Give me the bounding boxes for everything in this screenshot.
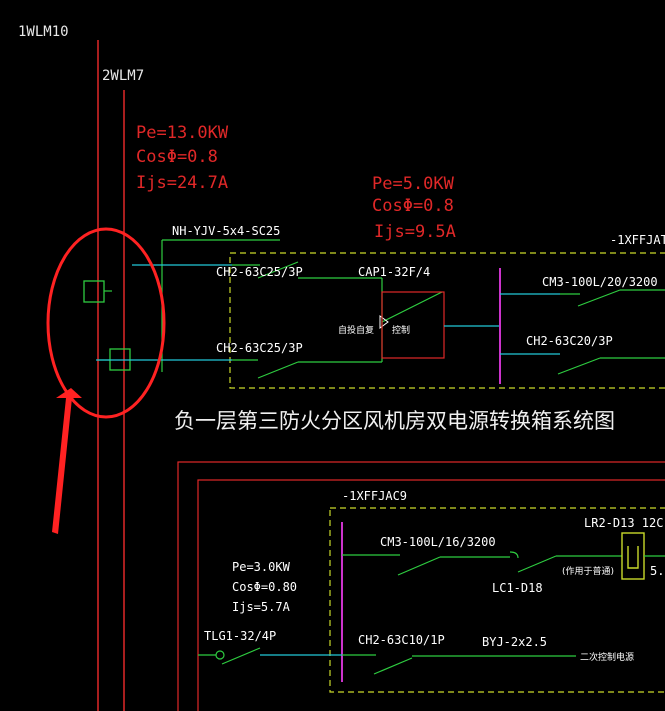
load-main-ijs: Ijs=24.7A bbox=[136, 173, 228, 193]
dashed-box-upper bbox=[229, 252, 665, 389]
breaker-2-blade bbox=[257, 361, 299, 379]
contactor-label: LC1-D18 bbox=[492, 581, 543, 595]
ats-label: CAP1-32F/4 bbox=[358, 265, 430, 279]
out-breaker-1-label: CM3-100L/20/3200 bbox=[542, 275, 658, 289]
breaker-2-label: CH2-63C25/3P bbox=[216, 341, 303, 355]
relay-outer bbox=[621, 532, 645, 580]
incoming-label: TLG1-32/4P bbox=[204, 629, 276, 643]
ats-auto-label: 自投自复 bbox=[338, 324, 374, 336]
lower-load-cos: CosΦ=0.80 bbox=[232, 580, 297, 594]
relay-rating: 5.5 bbox=[650, 564, 665, 578]
box-top-id: -1XFFJAT9 bbox=[610, 233, 665, 247]
load-box-pe: Pe=5.0KW bbox=[372, 174, 455, 194]
contactor-blade bbox=[517, 555, 557, 573]
lower-box-id: -1XFFJAC9 bbox=[342, 489, 407, 503]
dashed-box-lower bbox=[329, 507, 665, 693]
ctrl-blade bbox=[373, 657, 413, 675]
ats-blade bbox=[381, 291, 443, 323]
lower-load-ijs: Ijs=5.7A bbox=[232, 600, 291, 614]
out-breaker-1-blade bbox=[577, 289, 621, 307]
breaker-1-label: CH2-63C25/3P bbox=[216, 265, 303, 279]
load-box-ijs: Ijs=9.5A bbox=[374, 222, 456, 242]
load-main-pe: Pe=13.0KW bbox=[136, 123, 229, 143]
load-box-cos: CosΦ=0.8 bbox=[372, 196, 454, 216]
incoming-blade bbox=[221, 647, 261, 665]
ats-control-box bbox=[381, 291, 445, 359]
ctrl-breaker-label: CH2-63C10/1P bbox=[358, 633, 445, 647]
relay-inner bbox=[627, 546, 639, 569]
out-breaker-2-label: CH2-63C20/3P bbox=[526, 334, 613, 348]
lower-breaker-main-label: CM3-100L/16/3200 bbox=[380, 535, 496, 549]
ctrl-power-label: 二次控制电源 bbox=[580, 651, 634, 663]
cable-label: NH-YJV-5x4-SC25 bbox=[172, 224, 280, 238]
incoming-contact-icon bbox=[215, 650, 225, 660]
annotation-circle bbox=[46, 227, 166, 419]
contactor-hook bbox=[509, 551, 519, 559]
out-breaker-2-blade bbox=[557, 357, 601, 375]
ats-arrow-icon bbox=[379, 315, 389, 329]
usage-label: (作用于普通) bbox=[562, 565, 614, 577]
relay-label: LR2-D13 12C bbox=[584, 516, 663, 530]
feeder-label-right: 2WLM7 bbox=[102, 68, 144, 84]
breaker-1-blade bbox=[257, 261, 299, 279]
annotation-arrow-icon bbox=[52, 388, 82, 534]
feeder-label-left: 1WLM10 bbox=[18, 24, 69, 40]
lower-load-pe: Pe=3.0KW bbox=[232, 560, 291, 574]
lower-frame-outer bbox=[177, 461, 665, 711]
ats-control-label: 控制 bbox=[392, 324, 410, 336]
load-main-cos: CosΦ=0.8 bbox=[136, 147, 218, 167]
ctrl-wire-label: BYJ-2x2.5 bbox=[482, 635, 547, 649]
tap-box-1 bbox=[83, 280, 105, 303]
drawing-title: 负一层第三防火分区风机房双电源转换箱系统图 bbox=[174, 409, 615, 433]
lower-main-blade bbox=[397, 556, 441, 576]
lower-frame-inner bbox=[197, 479, 665, 711]
